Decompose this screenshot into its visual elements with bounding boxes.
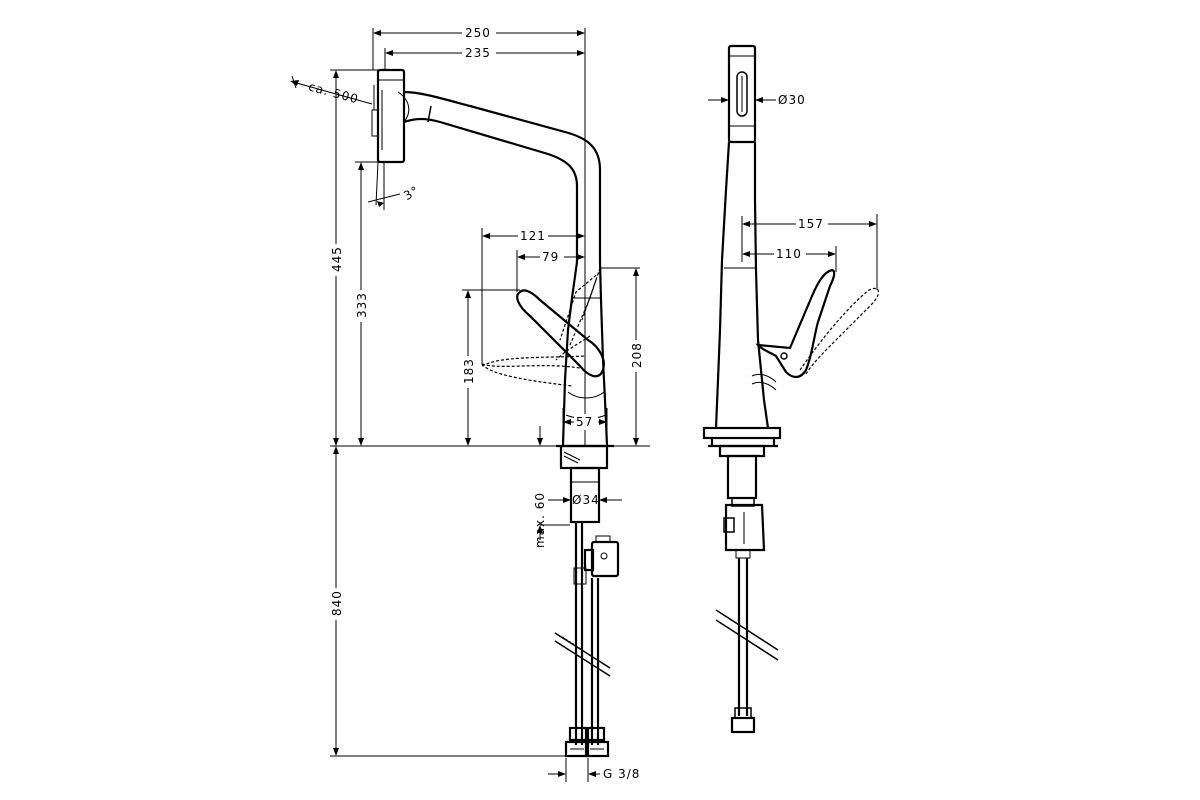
- dim-110: 110: [776, 247, 802, 261]
- dim-121: 121: [520, 229, 546, 243]
- side-handle: [755, 268, 836, 379]
- side-hose: [715, 558, 779, 734]
- dim-diameter-34: Ø34: [572, 493, 600, 507]
- spout: [397, 90, 602, 262]
- dim-ca-500: ca. 500: [307, 80, 360, 107]
- front-view: 250 235 ca. 500 3° 445 333: [290, 25, 650, 782]
- dim-max-60: max. 60: [533, 492, 547, 548]
- side-mounting-hardware: [718, 444, 766, 559]
- side-body: [714, 141, 777, 429]
- side-view: Ø30 157 110: [702, 44, 880, 734]
- connection-hoses: [554, 522, 611, 758]
- dim-333: 333: [355, 292, 369, 318]
- dim-57: 57: [576, 415, 593, 429]
- dim-235: 235: [465, 46, 491, 60]
- dim-183: 183: [462, 358, 476, 384]
- dim-840: 840: [330, 590, 344, 616]
- dim-3-degree: 3°: [401, 183, 422, 203]
- side-handle-alternate: [799, 287, 880, 375]
- handle: [516, 289, 605, 378]
- dim-79: 79: [542, 250, 559, 264]
- dim-157: 157: [798, 217, 824, 231]
- dim-diameter-30: Ø30: [778, 93, 806, 107]
- mounting-hardware: [559, 444, 620, 578]
- dim-208: 208: [630, 342, 644, 368]
- dim-250: 250: [465, 26, 491, 40]
- side-spray-head: [727, 44, 757, 144]
- dim-thread-g38: G 3/8: [603, 767, 640, 781]
- dim-445: 445: [330, 246, 344, 272]
- spray-head: [371, 68, 406, 164]
- handle-alternate-positions: [481, 267, 601, 387]
